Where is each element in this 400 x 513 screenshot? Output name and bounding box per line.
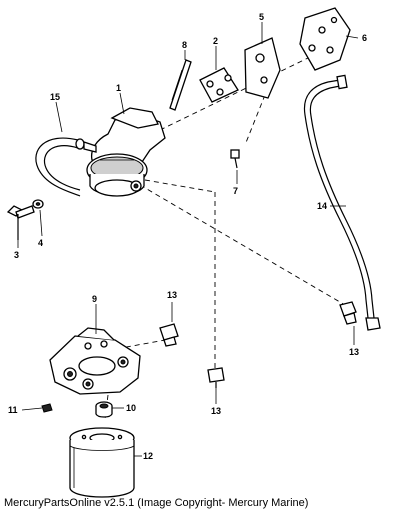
callout-9: 9 bbox=[92, 294, 97, 304]
callout-4: 4 bbox=[38, 238, 43, 248]
callout-5: 5 bbox=[259, 12, 264, 22]
fuel-line bbox=[303, 74, 381, 331]
callout-14: 14 bbox=[317, 201, 327, 211]
vent-hose bbox=[35, 137, 85, 197]
callout-15: 15 bbox=[50, 92, 60, 102]
callout-12: 12 bbox=[143, 451, 153, 461]
cover-plate bbox=[299, 7, 351, 71]
callout-13-right: 13 bbox=[349, 347, 359, 357]
callout-labels: 1 2 3 4 5 6 7 8 9 10 11 12 13 13 13 14 1… bbox=[8, 12, 367, 461]
gasket bbox=[199, 67, 239, 103]
fuel-filter bbox=[69, 427, 135, 498]
fuel-pump bbox=[83, 107, 166, 197]
screw-7 bbox=[230, 149, 240, 169]
callout-13-upper: 13 bbox=[167, 290, 177, 300]
callout-1: 1 bbox=[116, 83, 121, 93]
callout-8: 8 bbox=[182, 40, 187, 50]
plug-11 bbox=[41, 403, 53, 413]
washer-4 bbox=[32, 199, 44, 209]
callout-13-lower: 13 bbox=[211, 406, 221, 416]
fitting-13-lower bbox=[207, 367, 225, 388]
fitting-13-upper bbox=[159, 323, 179, 347]
copyright-caption: MercuryPartsOnline v2.5.1 (Image Copyrig… bbox=[4, 497, 309, 509]
fitting-13-right bbox=[339, 301, 357, 325]
callout-6: 6 bbox=[362, 33, 367, 43]
callout-11: 11 bbox=[8, 405, 18, 415]
filter-base bbox=[49, 327, 141, 395]
callout-3: 3 bbox=[14, 250, 19, 260]
bolt-3 bbox=[6, 205, 35, 240]
callout-7: 7 bbox=[233, 186, 238, 196]
push-rod bbox=[169, 59, 192, 111]
callout-10: 10 bbox=[126, 403, 136, 413]
leader-lines bbox=[17, 22, 359, 457]
callout-2: 2 bbox=[213, 36, 218, 46]
nipple-10 bbox=[95, 401, 113, 418]
adapter-plate bbox=[244, 37, 281, 99]
